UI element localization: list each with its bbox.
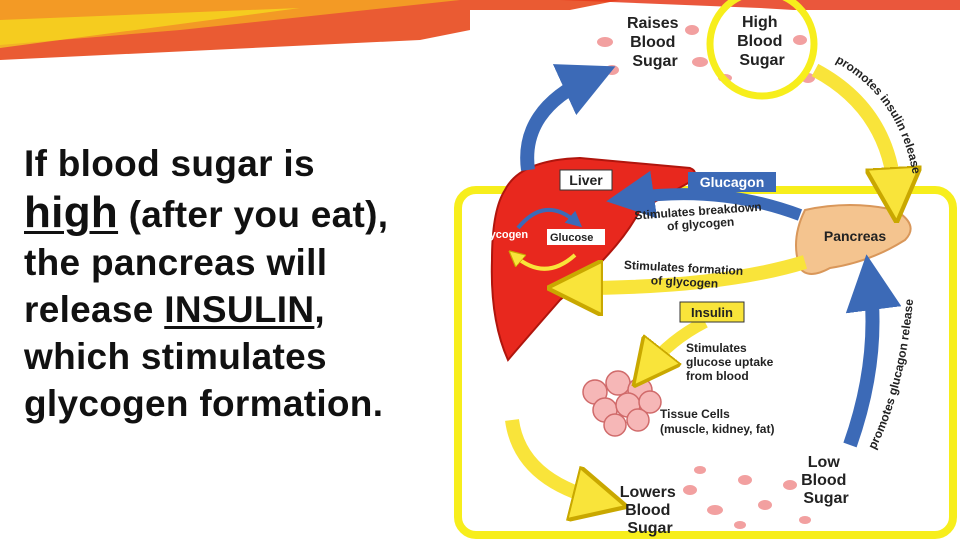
text-line-2-rest: (after you eat), bbox=[118, 194, 389, 235]
top-decoration-bar bbox=[0, 0, 960, 60]
high-blood-sugar-highlight bbox=[706, 0, 818, 100]
label-low-blood-sugar: Low Blood Sugar bbox=[801, 454, 851, 507]
arrow-high-to-pancreas bbox=[811, 63, 895, 195]
text-line-4-post: , bbox=[314, 289, 325, 330]
text-line-4: release INSULIN, bbox=[24, 286, 464, 333]
insulin-label-box bbox=[679, 301, 745, 323]
text-line-6: glycogen formation. bbox=[24, 383, 384, 424]
arrow-insulin-to-liver bbox=[575, 255, 808, 288]
emphasis-high: high bbox=[24, 188, 119, 237]
arrow-insulin-to-tissue bbox=[648, 316, 708, 368]
arrow-to-lowers bbox=[505, 418, 600, 500]
label-liver: Liver bbox=[569, 172, 603, 188]
label-stimulates-formation: Stimulates formation of glycogen bbox=[623, 258, 747, 292]
label-pancreas: Pancreas bbox=[824, 228, 886, 244]
label-lowers-blood-sugar: Lowers Blood Sugar bbox=[620, 484, 680, 537]
slide-body-text: If blood sugar is high (after you eat), … bbox=[24, 140, 464, 427]
text-line-3: the pancreas will bbox=[24, 242, 328, 283]
label-high-blood-sugar: High Blood Sugar bbox=[737, 14, 787, 69]
blood-cells-bottom bbox=[683, 466, 811, 529]
arrow-glucagon bbox=[606, 170, 803, 221]
label-stimulates-breakdown: Stimulates breakdown of glycogen bbox=[634, 199, 766, 235]
emphasis-insulin: INSULIN bbox=[164, 289, 315, 330]
blood-sugar-regulation-diagram: Raises Blood Sugar High Blood Sugar prom… bbox=[454, 0, 960, 540]
label-stimulates-glucose-uptake: Stimulates glucose uptake from blood bbox=[686, 341, 777, 383]
liver-label-box bbox=[559, 169, 613, 191]
cycle-arrow-yellow bbox=[515, 255, 577, 271]
label-glucose: Glucose bbox=[550, 232, 593, 244]
text-line-2: high (after you eat), bbox=[24, 187, 464, 239]
text-line-1: If blood sugar is bbox=[24, 143, 315, 184]
arrow-liver-to-raises bbox=[520, 64, 616, 171]
label-glucagon: Glucagon bbox=[700, 174, 765, 190]
cycle-arrow-blue bbox=[516, 207, 583, 230]
label-tissue-cells: Tissue Cells (muscle, kidney, fat) bbox=[660, 407, 774, 436]
glucagon-label-box bbox=[688, 172, 776, 192]
label-glycogen: Glycogen bbox=[478, 229, 528, 241]
label-insulin: Insulin bbox=[691, 305, 733, 320]
text-line-4-pre: release bbox=[24, 289, 165, 330]
arrow-low-to-pancreas bbox=[843, 254, 902, 448]
glucose-label-box bbox=[547, 229, 605, 245]
label-raises-blood-sugar: Raises Blood Sugar bbox=[627, 15, 683, 70]
text-line-5: which stimulates bbox=[24, 336, 327, 377]
